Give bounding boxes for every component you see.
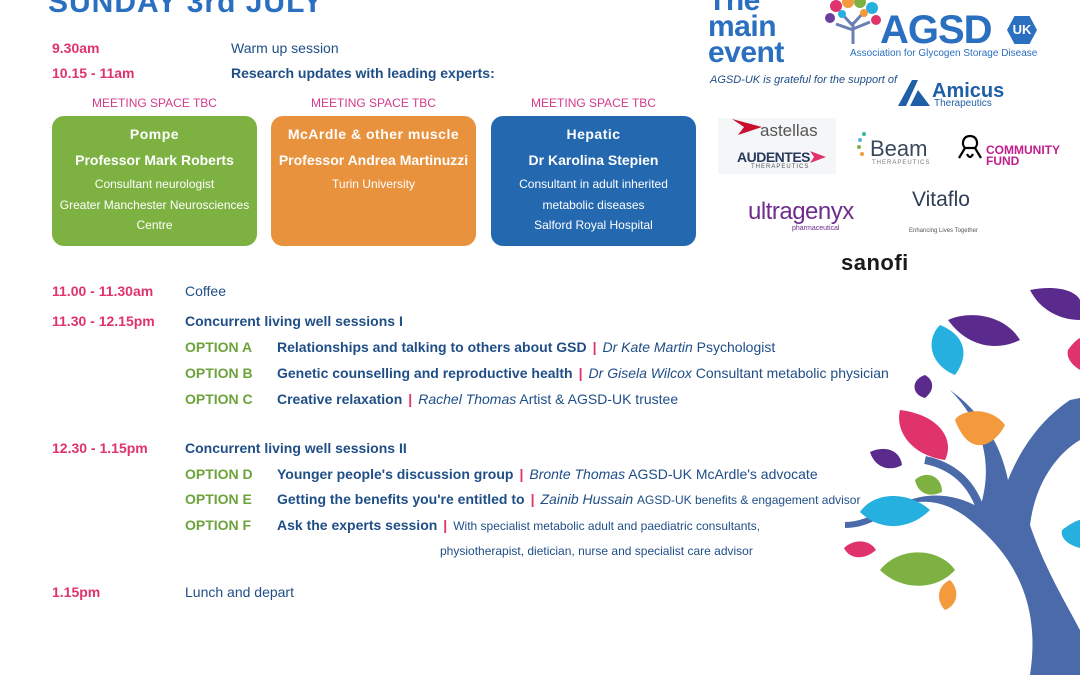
lottery-hand-icon xyxy=(958,134,982,159)
card-speaker: Professor Andrea Martinuzzi xyxy=(278,152,469,168)
vitaflo-logo: Vitaflo xyxy=(912,188,970,211)
option-label: OPTION F xyxy=(185,517,252,533)
session-2-title: Concurrent living well sessions II xyxy=(185,440,407,456)
community-fund-logo: COMMUNITY FUND xyxy=(986,143,1060,168)
card-line: Centre xyxy=(136,218,173,232)
option-a-text: Relationships and talking to others abou… xyxy=(277,339,775,355)
beam-sub: THERAPEUTICS xyxy=(872,160,931,166)
card-line: Salford Royal Hospital xyxy=(534,218,653,232)
ultragenyx-sub: pharmaceutical xyxy=(792,225,840,232)
option-f-text: Ask the experts session | With specialist … xyxy=(277,517,760,533)
card-hepatic: Hepatic Dr Karolina Stepien Consultant i… xyxy=(491,116,696,246)
separator: | xyxy=(408,391,413,407)
logo-line: main xyxy=(708,10,777,43)
research-text: Research updates with leading experts: xyxy=(231,65,495,81)
option-speaker: Bronte Thomas xyxy=(529,466,626,482)
time-session-2: 12.30 - 1.15pm xyxy=(52,440,148,456)
audentes-sub: THERAPEUTICS xyxy=(751,164,810,170)
separator: | xyxy=(519,466,524,482)
option-role: AGSD-UK benefits & engagement advisor xyxy=(637,493,861,507)
card-title: Hepatic xyxy=(566,126,621,142)
logo-line: event xyxy=(708,36,784,69)
beam-logo: Beam xyxy=(870,136,928,161)
meeting-space-label: MEETING SPACE TBC xyxy=(531,96,656,110)
audentes-arrow-icon xyxy=(810,151,826,163)
grateful-text: AGSD-UK is grateful for the support of xyxy=(710,74,898,86)
option-role: Artist & AGSD-UK trustee xyxy=(519,391,679,407)
option-label: OPTION D xyxy=(185,466,253,482)
main-event-logo: The main event xyxy=(708,0,784,69)
card-speaker: Professor Mark Roberts xyxy=(75,152,234,168)
card-line: Greater Manchester Neurosciences xyxy=(59,197,250,212)
option-label: OPTION B xyxy=(185,365,253,381)
option-c-text: Creative relaxation | Rachel Thomas Artist… xyxy=(277,391,678,407)
card-pompe: Pompe Professor Mark Roberts Consultant … xyxy=(52,116,257,246)
decorative-tree-illustration xyxy=(844,288,1080,675)
option-speaker: Dr Gisela Wilcox xyxy=(588,365,692,381)
option-label: OPTION C xyxy=(185,391,253,407)
option-f-role-cont: physiotherapist, dietician, nurse and sp… xyxy=(440,544,753,558)
card-title: McArdle & other muscle xyxy=(287,126,460,142)
option-role: AGSD-UK McArdle's advocate xyxy=(628,466,818,482)
option-speaker: Rachel Thomas xyxy=(418,391,517,407)
meeting-space-label: MEETING SPACE TBC xyxy=(311,96,436,110)
time-warmup: 9.30am xyxy=(52,40,100,56)
astellas-logo: astellas xyxy=(760,121,818,140)
option-label: OPTION E xyxy=(185,491,252,507)
time-lunch: 1.15pm xyxy=(52,584,101,600)
agsd-full-name: Association for Glycogen Storage Disease xyxy=(850,48,1038,59)
audentes-logo: AUDENTES xyxy=(737,149,811,165)
card-line: Consultant neurologist xyxy=(94,177,215,191)
vitaflo-sub: Enhancing Lives Together xyxy=(909,228,978,234)
meeting-space-label: MEETING SPACE TBC xyxy=(92,96,217,110)
page-heading: SUNDAY 3rd JULY xyxy=(48,0,324,19)
time-session-1: 11.30 - 12.15pm xyxy=(52,313,155,329)
option-title: Genetic counselling and reproductive hea… xyxy=(277,365,573,381)
astellas-star-icon xyxy=(732,119,762,135)
card-line: Consultant in adult inherited xyxy=(519,177,668,191)
community-word: COMMUNITY xyxy=(986,143,1060,157)
warmup-text: Warm up session xyxy=(231,40,339,56)
time-coffee: 11.00 - 11.30am xyxy=(52,283,154,299)
option-title: Creative relaxation xyxy=(277,391,403,407)
option-role: With specialist metabolic adult and paed… xyxy=(453,519,761,533)
lunch-text: Lunch and depart xyxy=(185,584,294,600)
option-speaker: Dr Kate Martin xyxy=(602,339,693,355)
option-role: Consultant metabolic physician xyxy=(695,365,889,381)
card-line: Turin University xyxy=(332,177,415,191)
option-label: OPTION A xyxy=(185,339,253,355)
time-research: 10.15 - 11am xyxy=(52,65,135,81)
option-title: Younger people's discussion group xyxy=(277,466,514,482)
amicus-sub: Therapeutics xyxy=(934,98,992,109)
option-e-text: Getting the benefits you're entitled to |… xyxy=(277,491,860,507)
card-line: metabolic diseases xyxy=(542,197,645,212)
option-title: Getting the benefits you're entitled to xyxy=(277,491,525,507)
amicus-logo: Amicus xyxy=(932,80,1005,102)
card-title: Pompe xyxy=(129,126,180,142)
amicus-icon xyxy=(898,80,930,106)
option-role: Psychologist xyxy=(696,339,776,355)
separator: | xyxy=(443,517,448,533)
agsd-tree-icon xyxy=(825,0,881,44)
option-title: Relationships and talking to others abou… xyxy=(277,339,587,355)
separator: | xyxy=(530,491,535,507)
card-speaker: Dr Karolina Stepien xyxy=(528,152,659,168)
fund-word: FUND xyxy=(986,154,1020,168)
session-1-title: Concurrent living well sessions I xyxy=(185,313,403,329)
option-title: Ask the experts session xyxy=(277,517,438,533)
option-d-text: Younger people's discussion group | Bronte… xyxy=(277,466,818,482)
logo-line: The xyxy=(708,0,760,17)
beam-icon xyxy=(857,132,866,156)
separator: | xyxy=(578,365,583,381)
coffee-text: Coffee xyxy=(185,283,226,299)
agsd-logo-text: AGSD xyxy=(880,8,993,52)
option-speaker: Zainib Hussain xyxy=(540,491,634,507)
astellas-box xyxy=(718,118,836,174)
separator: | xyxy=(592,339,597,355)
sanofi-logo: sanofi xyxy=(841,250,909,275)
uk-badge: UK xyxy=(1007,16,1037,44)
ultragenyx-logo: ultragenyx xyxy=(748,198,854,225)
card-mcardle: McArdle & other muscle Professor Andrea … xyxy=(271,116,476,246)
option-b-text: Genetic counselling and reproductive hea… xyxy=(277,365,889,381)
